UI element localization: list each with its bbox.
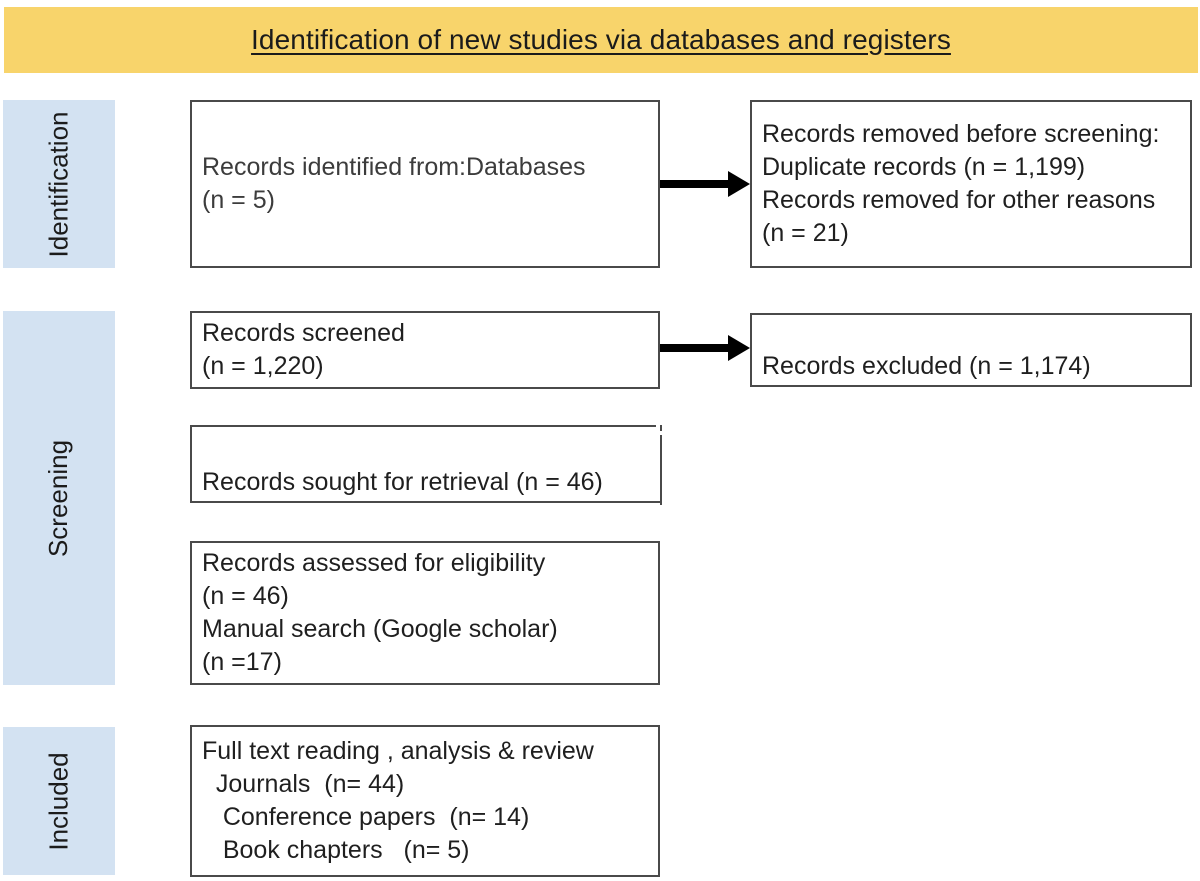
box-records-removed: Records removed before screening: Duplic…	[750, 100, 1192, 268]
box-records-screened-text: Records screened (n = 1,220)	[202, 319, 405, 380]
diagram-title: Identification of new studies via databa…	[251, 24, 951, 55]
box-records-eligibility-text: Records assessed for eligibility (n = 46…	[202, 549, 558, 676]
stage-band-identification: Identification	[3, 100, 115, 268]
box-records-screened: Records screened (n = 1,220)	[190, 311, 660, 389]
box-records-excluded: Records excluded (n = 1,174)	[750, 313, 1192, 387]
box-full-text-reading: Full text reading , analysis & review Jo…	[190, 725, 660, 877]
arrow-shaft	[660, 180, 730, 188]
arrow-head-icon	[728, 171, 750, 197]
stage-band-screening: Screening	[3, 311, 115, 685]
stage-label-included: Included	[43, 751, 74, 851]
stage-label-identification: Identification	[43, 111, 74, 257]
stage-label-screening: Screening	[43, 439, 74, 557]
arrow-head-icon	[728, 335, 750, 361]
border-corner-tick	[660, 425, 662, 431]
box-full-text-reading-text: Full text reading , analysis & review Jo…	[202, 737, 594, 864]
stage-band-included: Included	[3, 727, 115, 875]
arrow-shaft	[660, 344, 730, 352]
box-records-eligibility: Records assessed for eligibility (n = 46…	[190, 541, 660, 685]
box-records-excluded-text: Records excluded (n = 1,174)	[762, 352, 1091, 380]
box-records-identified-text: Records identified from:Databases (n = 5…	[202, 153, 586, 214]
box-records-identified: Records identified from:Databases (n = 5…	[190, 100, 660, 268]
diagram-header-banner: Identification of new studies via databa…	[4, 7, 1198, 73]
box-records-sought-text: Records sought for retrieval (n = 46)	[202, 468, 603, 496]
box-records-sought: Records sought for retrieval (n = 46)	[190, 425, 662, 505]
box-records-removed-text: Records removed before screening: Duplic…	[762, 120, 1160, 247]
